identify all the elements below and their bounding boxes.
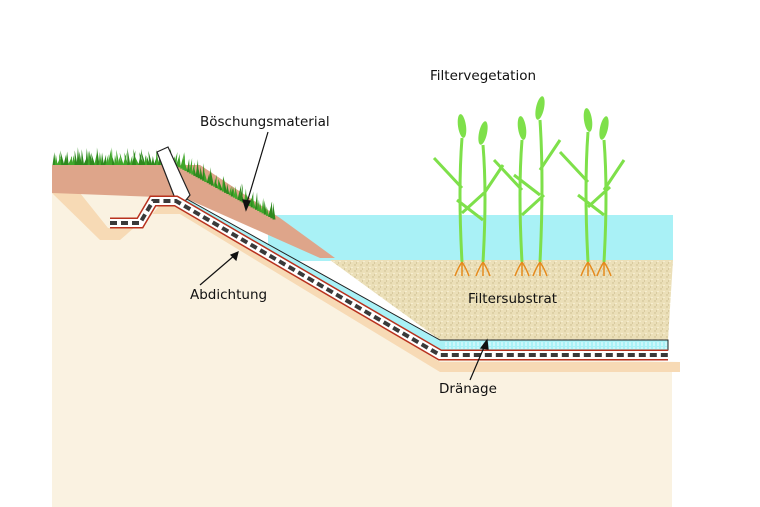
slope-soil — [52, 165, 335, 258]
label-abdichtung: Abdichtung — [190, 287, 268, 303]
sealing-liner — [110, 195, 668, 361]
grass — [52, 147, 276, 220]
label-arrows — [199, 131, 489, 381]
label-boeschungsmaterial: Böschungsmaterial — [200, 114, 330, 130]
label-filtersubstrat: Filtersubstrat — [468, 291, 558, 307]
label-draenage: Dränage — [439, 381, 497, 397]
filter-vegetation — [432, 96, 626, 277]
ground — [52, 193, 680, 507]
filter-substrate — [330, 260, 673, 340]
label-filtervegetation: Filtervegetation — [430, 68, 537, 84]
